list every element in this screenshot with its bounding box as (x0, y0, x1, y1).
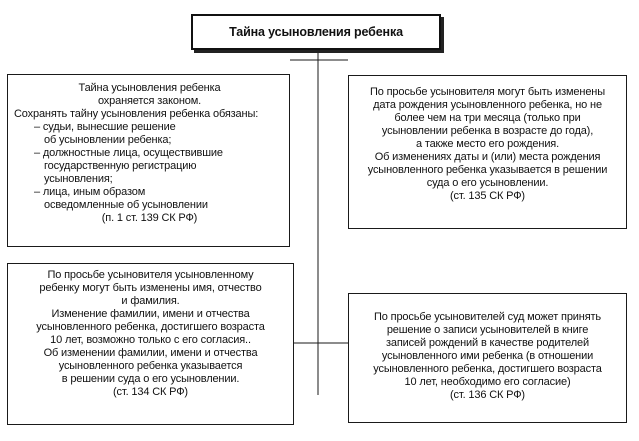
box-line: Об изменениях даты и (или) места рождени… (374, 151, 601, 163)
box-line: и фамилия. (121, 295, 180, 307)
legal-reference: (ст. 136 СК РФ) (450, 389, 525, 401)
diagram-title-box: Тайна усыновления ребенка (191, 14, 441, 50)
list-item: об усыновлении ребенка; (44, 134, 172, 146)
box-line: записей рождений в качестве родителей (386, 337, 589, 349)
list-item: осведомленные об усыновлении (44, 199, 208, 211)
box-line: усыновлении ребенка в возрасте до года), (381, 125, 594, 137)
box-line: По просьбе усыновителя усыновленному (47, 269, 254, 281)
diagram-title: Тайна усыновления ребенка (229, 24, 403, 39)
list-item: – должностные лица, осуществившие (34, 147, 223, 159)
box-line: усыновленного ребенка указывается (58, 360, 243, 372)
box-line: усыновленного ребенка, достигшего возрас… (36, 321, 265, 333)
box-line: суда о его усыновлении. (426, 177, 549, 189)
legal-reference: (п. 1 ст. 139 СК РФ) (101, 212, 198, 224)
list-item: – лица, иным образом (34, 186, 146, 198)
box-line: ребенку могут быть изменены имя, отчеств… (39, 282, 262, 294)
birth-record-box: По просьбе усыновителей суд может принят… (348, 293, 627, 423)
box-line: усыновленного ими ребенка (в отношении (381, 350, 594, 362)
box-line: решение о записи усыновителей в книге (386, 324, 589, 336)
name-change-box: По просьбе усыновителя усыновленному реб… (7, 263, 294, 425)
list-item: государственную регистрацию (44, 160, 197, 172)
legal-reference: (ст. 135 СК РФ) (450, 190, 525, 202)
box-line: Тайна усыновления ребенка (78, 82, 221, 94)
box-line: усыновленного ребенка, достигшего возрас… (373, 363, 602, 375)
box-line: в решении суда о его усыновлении. (61, 373, 240, 385)
box-line: дата рождения усыновленного ребенка, но … (373, 99, 602, 111)
secrecy-obligation-box: Тайна усыновления ребенка охраняется зак… (7, 74, 290, 247)
list-item: усыновления; (44, 173, 113, 185)
box-line: По просьбе усыновителя могут быть измене… (370, 86, 605, 98)
box-line: 10 лет, необходимо его согласие) (404, 376, 571, 388)
box-line: более чем на три месяца (только при (394, 112, 581, 124)
box-line: По просьбе усыновителей суд может принят… (374, 311, 601, 323)
box-line: охраняется законом. (97, 95, 202, 107)
legal-reference: (ст. 134 СК РФ) (113, 386, 188, 398)
box-line: Сохранять тайну усыновления ребенка обяз… (14, 108, 259, 120)
box-line: Об изменении фамилии, имени и отчества (43, 347, 258, 359)
box-line: усыновленного ребенка указывается в реше… (367, 164, 608, 176)
list-item: – судьи, вынесшие решение (34, 121, 176, 133)
box-line: 10 лет, возможно только с его согласия.. (50, 334, 251, 346)
birth-date-change-box: По просьбе усыновителя могут быть измене… (348, 75, 627, 229)
box-line: а также место его рождения. (415, 138, 560, 150)
box-line: Изменение фамилии, имени и отчества (51, 308, 250, 320)
